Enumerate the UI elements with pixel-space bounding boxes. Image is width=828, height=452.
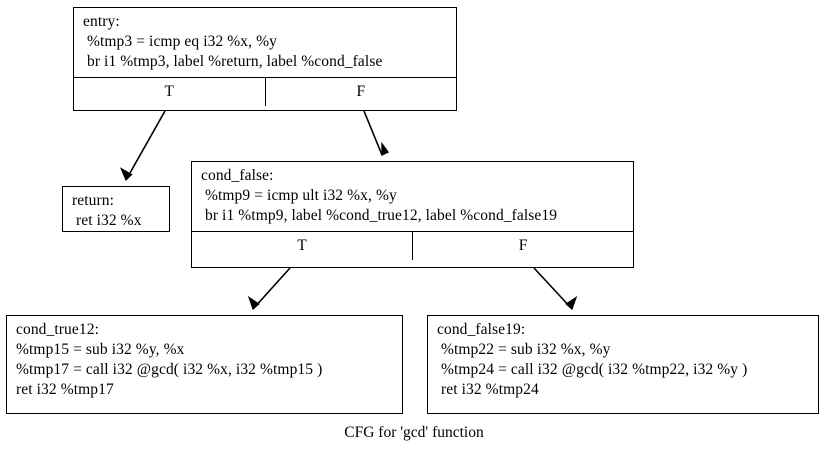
node-entry-false-port[interactable]: F xyxy=(264,78,457,107)
node-cond-false-line-1: %tmp9 = icmp ult i32 %x, %y xyxy=(201,187,397,205)
node-cond-true12-line-0: cond_true12: xyxy=(16,321,99,338)
node-cond-false19-line-3: ret i32 %tmp24 xyxy=(437,381,539,399)
node-cond-false-line-2: br i1 %tmp9, label %cond_true12, label %… xyxy=(201,207,558,225)
node-entry-line-2: br i1 %tmp3, label %return, label %cond_… xyxy=(83,53,383,71)
node-cond-true12-line-3: ret i32 %tmp17 xyxy=(16,381,114,399)
node-cond-false-line-0: cond_false: xyxy=(201,167,274,184)
node-return-line-0: return: xyxy=(72,192,115,209)
node-entry[interactable]: entry: %tmp3 = icmp eq i32 %x, %y br i1 … xyxy=(73,7,457,111)
node-cond-false19[interactable]: cond_false19: %tmp22 = sub i32 %x, %y %t… xyxy=(427,315,819,414)
edge-entry-false-to-cond-false-arrowhead xyxy=(381,141,390,156)
node-cond-false-true-port[interactable]: T xyxy=(297,237,307,255)
node-cond-false[interactable]: cond_false: %tmp9 = icmp ult i32 %x, %y … xyxy=(191,161,634,268)
node-cond-true12-body: cond_true12: %tmp15 = sub i32 %y, %x %tm… xyxy=(7,316,402,406)
edge-cond-false-true-to-cond-true12 xyxy=(252,267,291,310)
node-cond-false19-body: cond_false19: %tmp22 = sub i32 %x, %y %t… xyxy=(428,316,818,406)
graph-caption: CFG for 'gcd' function xyxy=(344,424,484,441)
node-cond-true12[interactable]: cond_true12: %tmp15 = sub i32 %y, %x %tm… xyxy=(6,315,403,414)
edge-entry-true-to-return-arrowhead xyxy=(119,167,133,182)
node-return-body: return: ret i32 %x xyxy=(63,187,169,236)
edge-entry-false-to-cond-false xyxy=(363,110,383,156)
edge-cond-false-false-to-cond-false19 xyxy=(533,267,573,310)
node-cond-false-false-port[interactable]: F xyxy=(412,232,633,261)
edge-cond-false-false-to-cond-false19-arrowhead xyxy=(565,296,578,311)
node-entry-body: entry: %tmp3 = icmp eq i32 %x, %y br i1 … xyxy=(74,8,456,77)
node-cond-false-ports: T F xyxy=(192,231,633,261)
node-cond-true12-line-2: %tmp17 = call i32 @gcd( i32 %x, i32 %tmp… xyxy=(16,361,323,379)
node-cond-false19-line-2: %tmp24 = call i32 @gcd( i32 %tmp22, i32 … xyxy=(437,361,748,379)
edge-cond-false-true-to-cond-true12-arrowhead xyxy=(247,295,260,311)
node-cond-false19-line-1: %tmp22 = sub i32 %x, %y xyxy=(437,341,611,359)
node-cond-false-body: cond_false: %tmp9 = icmp ult i32 %x, %y … xyxy=(192,162,633,231)
edge-entry-true-to-return xyxy=(125,110,166,181)
node-entry-ports: T F xyxy=(74,77,457,107)
node-entry-line-1: %tmp3 = icmp eq i32 %x, %y xyxy=(83,33,277,51)
node-cond-true12-line-1: %tmp15 = sub i32 %y, %x xyxy=(16,341,185,359)
node-entry-line-0: entry: xyxy=(83,13,120,30)
node-return[interactable]: return: ret i32 %x xyxy=(62,186,170,232)
node-entry-true-port[interactable]: T xyxy=(164,83,174,101)
node-return-line-1: ret i32 %x xyxy=(72,212,142,230)
node-cond-false19-line-0: cond_false19: xyxy=(437,321,526,338)
